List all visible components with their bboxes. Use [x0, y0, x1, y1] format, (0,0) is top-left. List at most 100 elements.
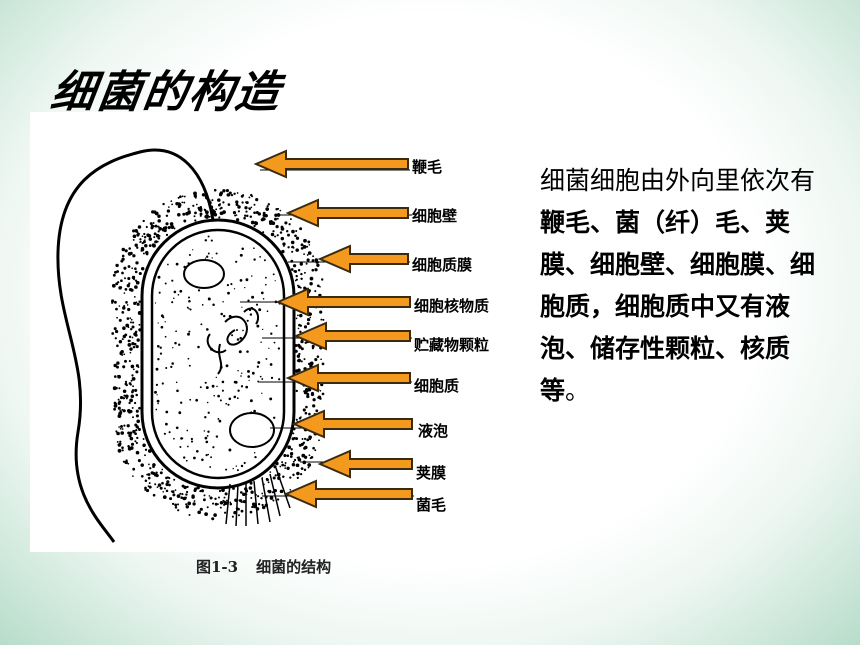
capsule-dot [215, 208, 218, 211]
capsule-dot [235, 203, 239, 207]
capsule-dot [122, 306, 126, 310]
capsule-dot [132, 345, 136, 349]
capsule-dot [118, 318, 122, 322]
capsule-dot [303, 238, 307, 243]
capsule-dot [289, 452, 294, 456]
capsule-dot [147, 485, 150, 487]
capsule-dot [128, 360, 131, 363]
capsule-dot [115, 430, 118, 433]
capsule-dot [230, 193, 234, 197]
capsule-dot [124, 277, 126, 280]
capsule-dot [242, 194, 245, 197]
arrow-6 [291, 409, 413, 439]
cytoplasm-dot [260, 341, 262, 343]
cytoplasm-dot [204, 239, 208, 242]
capsule-dot [219, 203, 222, 205]
cytoplasm-dot [253, 409, 256, 413]
cytoplasm-dot [251, 275, 253, 277]
capsule-dot [144, 486, 147, 490]
capsule-dot [136, 302, 140, 306]
capsule-dot [306, 254, 309, 256]
vacuole-bottom [229, 412, 275, 448]
capsule-dot [239, 499, 243, 503]
capsule-dot [113, 327, 117, 331]
capsule-dot [121, 449, 124, 452]
cytoplasm-dot [236, 397, 239, 400]
capsule-dot [181, 493, 184, 496]
cytoplasm-dot [247, 369, 250, 373]
capsule-dot [206, 506, 209, 509]
cytoplasm-dot [187, 296, 191, 299]
capsule-dot [298, 323, 301, 327]
capsule-dot [175, 201, 179, 206]
capsule-dot [314, 290, 317, 293]
capsule-dot [286, 230, 289, 233]
cytoplasm-dot [233, 380, 237, 384]
capsule-dot [111, 332, 115, 335]
cytoplasm-dot [212, 303, 215, 306]
capsule-dot [143, 232, 146, 236]
capsule-dot [179, 195, 182, 199]
capsule-dot [279, 489, 284, 494]
capsule-dot [134, 243, 138, 247]
capsule-dot [143, 239, 146, 241]
capsule-dot [178, 203, 182, 207]
capsule-dot [129, 436, 134, 441]
capsule-dot [125, 301, 128, 304]
label-flagellum: 鞭毛 [412, 158, 443, 176]
cytoplasm-dot [174, 341, 177, 345]
cytoplasm-dot [253, 451, 256, 454]
capsule-dot [194, 211, 197, 215]
capsule-dot [306, 322, 310, 326]
capsule-dot [193, 500, 196, 502]
capsule-dot [295, 369, 299, 373]
capsule-dot [291, 463, 296, 467]
capsule-dot [119, 396, 124, 400]
capsule-dot [135, 301, 138, 304]
cytoplasm-dot [236, 329, 238, 331]
cytoplasm-dot [173, 437, 175, 440]
cytoplasm-dot [253, 258, 256, 261]
cytoplasm-dot [227, 403, 230, 406]
capsule-dot [153, 236, 156, 239]
capsule-dot [130, 442, 135, 446]
capsule-dot [132, 238, 135, 241]
caption-number: 图1-3 [196, 558, 239, 576]
capsule-dot [135, 370, 139, 374]
capsule-dot [276, 207, 280, 210]
capsule-dot [208, 215, 211, 218]
capsule-dot [135, 441, 138, 445]
capsule-dot [191, 495, 195, 499]
cytoplasm-dot [270, 332, 273, 335]
cytoplasm-dot [175, 262, 179, 266]
capsule-dot [135, 345, 139, 349]
cytoplasm-dot [165, 366, 168, 370]
capsule-dot [122, 365, 126, 369]
cytoplasm-dot [241, 306, 243, 308]
label-storage-granules: 贮藏物颗粒 [414, 336, 490, 354]
capsule-dot [147, 234, 152, 238]
capsule-dot [127, 431, 131, 435]
capsule-dot [140, 266, 145, 271]
capsule-dot [276, 234, 279, 237]
cytoplasm-dot [179, 289, 183, 293]
capsule-dot [310, 456, 314, 459]
capsule-dot [185, 503, 188, 506]
cytoplasm-dot [155, 383, 159, 387]
cytoplasm-dot [205, 386, 209, 390]
capsule-dot [137, 232, 140, 236]
capsule-dot [300, 339, 304, 344]
capsule-dot [316, 263, 320, 267]
capsule-dot [170, 200, 173, 202]
capsule-dot [128, 282, 131, 285]
capsule-dot [308, 454, 311, 457]
cytoplasm-dot [189, 398, 192, 401]
capsule-dot [128, 287, 133, 292]
cytoplasm-dot [204, 381, 207, 384]
capsule-dot [168, 483, 171, 487]
capsule-dot [214, 497, 217, 501]
capsule-dot [131, 389, 135, 392]
cytoplasm-dot [216, 385, 218, 388]
capsule-dot [148, 244, 152, 247]
capsule-dot [303, 358, 306, 361]
